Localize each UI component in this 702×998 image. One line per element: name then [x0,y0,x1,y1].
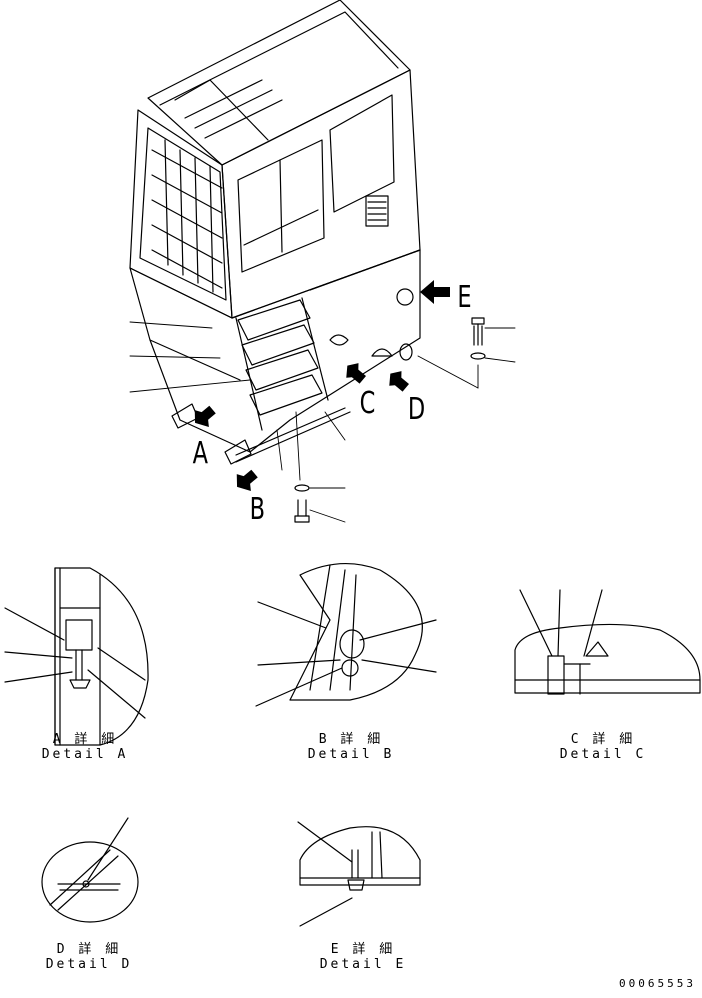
part-number: 00065553 [619,977,696,990]
callout-d: D [407,392,426,427]
step-assembly [236,298,328,430]
arrow-b-icon [236,469,258,491]
bolt-washer-set-lower [295,485,309,522]
callout-b: B [249,492,266,527]
front-grille [152,140,222,292]
callout-c: C [359,386,376,421]
arrow-a-icon [194,405,216,427]
detail-c-drawing [515,590,700,694]
detail-a-drawing [5,568,148,745]
cab-assembly [130,0,420,464]
detail-e-drawing [298,822,420,926]
arrow-e-icon [420,280,450,304]
bolt-washer-set-right [471,318,485,359]
callout-a: A [192,436,208,471]
detail-b-drawing [256,564,436,706]
direction-arrows [194,280,450,491]
detail-d-drawing [42,818,138,922]
callout-e: E [457,280,472,315]
arrow-c-icon [346,363,366,384]
main-leader-lines [130,322,515,522]
arrow-d-icon [389,371,409,392]
